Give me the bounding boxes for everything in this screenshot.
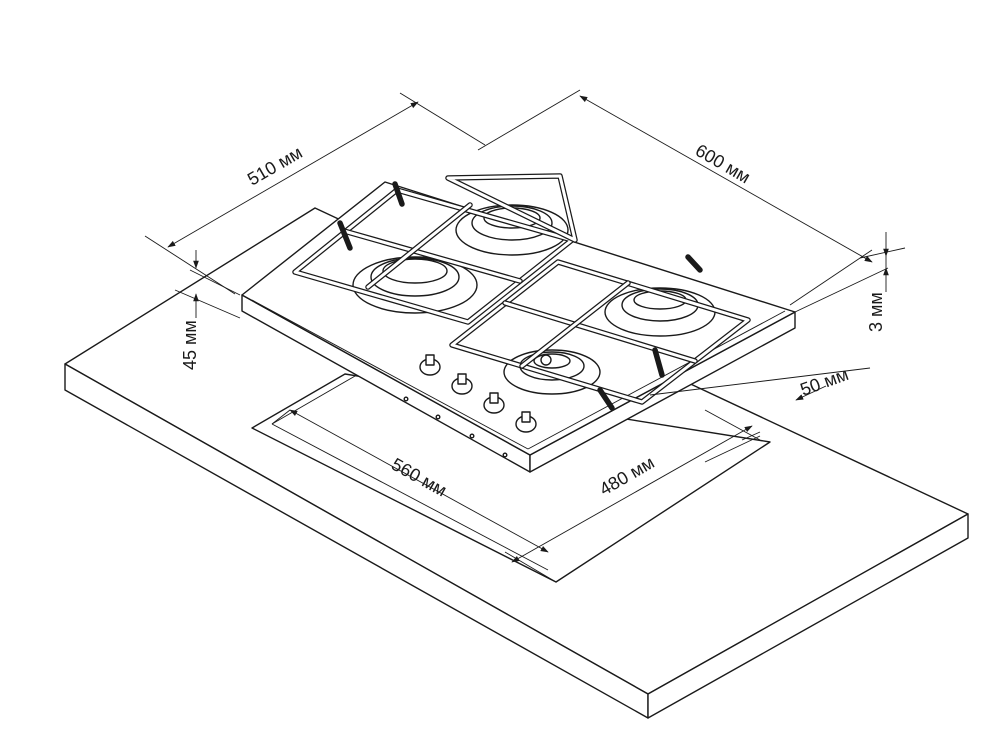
dimension-3-label: 3 мм: [866, 292, 886, 332]
dimension-510-label: 510 мм: [244, 142, 306, 189]
knob-1: [419, 354, 441, 376]
dimension-45-label: 45 мм: [180, 320, 200, 370]
dimension-3: 3 мм: [794, 232, 906, 332]
dimension-50-label: 50 мм: [798, 364, 852, 400]
dimension-600-label: 600 мм: [692, 140, 754, 187]
dimension-45: 45 мм: [174, 250, 241, 370]
grate-right: [449, 254, 751, 411]
knob-2: [451, 373, 473, 395]
